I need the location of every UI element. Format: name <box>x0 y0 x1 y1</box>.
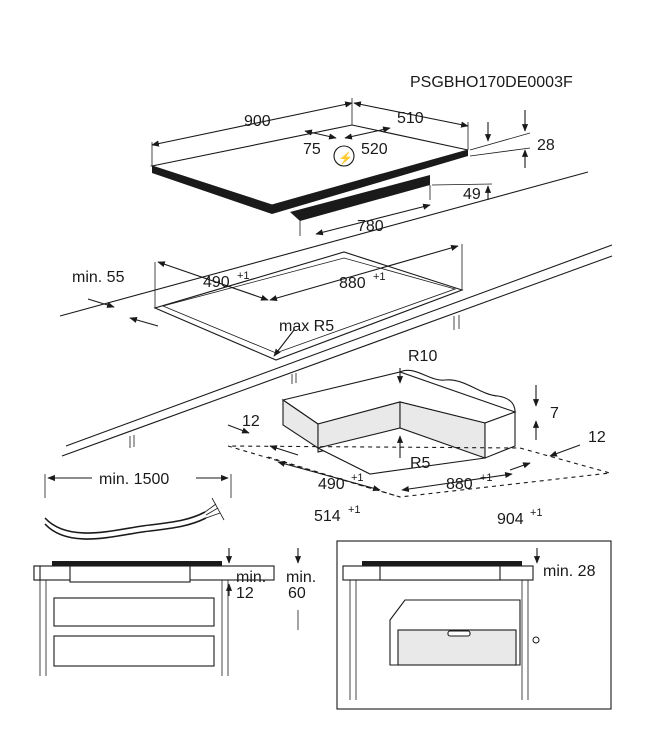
dim-frame-gap7: 7 <box>550 405 559 422</box>
product-code: PSGBHO170DE0003F <box>410 74 573 91</box>
dim-frame-r5: R5 <box>410 455 431 472</box>
cutout-outline <box>153 251 464 361</box>
section-left-gap-a-value: 12 <box>236 585 254 602</box>
dim-frame-left12: 12 <box>242 413 260 430</box>
frame-drawing <box>227 368 611 498</box>
hob-drawing <box>149 98 531 236</box>
dim-cable-min-length: min. 1500 <box>99 471 169 488</box>
dim-cable-position: 520 <box>361 141 388 158</box>
dim-cable-offset: 75 <box>303 141 321 158</box>
section-right <box>336 540 612 710</box>
power-symbol-icon <box>333 145 355 167</box>
cable-drawing <box>44 474 232 540</box>
dim-frame-inner-depth: 490 <box>318 476 345 493</box>
countertop-drawing <box>59 171 613 457</box>
section-right-gap: min. 28 <box>543 563 596 580</box>
dim-cutout-width-tol: +1 <box>373 271 386 283</box>
dim-frame-inner-width-tol: +1 <box>480 472 493 484</box>
hob-edge <box>152 150 468 214</box>
dim-frame-inner-depth-tol: +1 <box>351 472 364 484</box>
section-left-gap-a-label: min. <box>236 569 266 586</box>
dim-frame-inner-width: 880 <box>446 476 473 493</box>
section-right-frame <box>336 540 612 710</box>
dim-frame-outer-width-tol: +1 <box>530 507 543 519</box>
dim-frame-outer-width: 904 <box>497 511 524 528</box>
dim-max-radius: max R5 <box>279 318 334 335</box>
dim-hob-thickness: 28 <box>537 137 555 154</box>
dim-frame-outer-depth: 514 <box>314 508 341 525</box>
dim-hob-depth: 510 <box>397 110 424 127</box>
dim-frame-right12: 12 <box>588 429 606 446</box>
dim-cutout-width: 880 <box>339 275 366 292</box>
dim-cutout-depth: 490 <box>203 274 230 291</box>
dim-frame-outer-depth-tol: +1 <box>348 504 361 516</box>
dim-hob-width: 900 <box>244 113 271 130</box>
dim-box-width: 780 <box>357 218 384 235</box>
dim-min-front: min. 55 <box>72 269 125 286</box>
section-left-gap-b-label: min. <box>286 569 316 586</box>
section-left-gap-b-value: 60 <box>288 585 306 602</box>
section-left <box>33 548 302 676</box>
dim-frame-r10: R10 <box>408 348 437 365</box>
dim-cutout-depth-tol: +1 <box>237 270 250 282</box>
dim-box-height: 49 <box>463 186 481 203</box>
power-symbol-glyph: ⚡ <box>338 151 353 165</box>
